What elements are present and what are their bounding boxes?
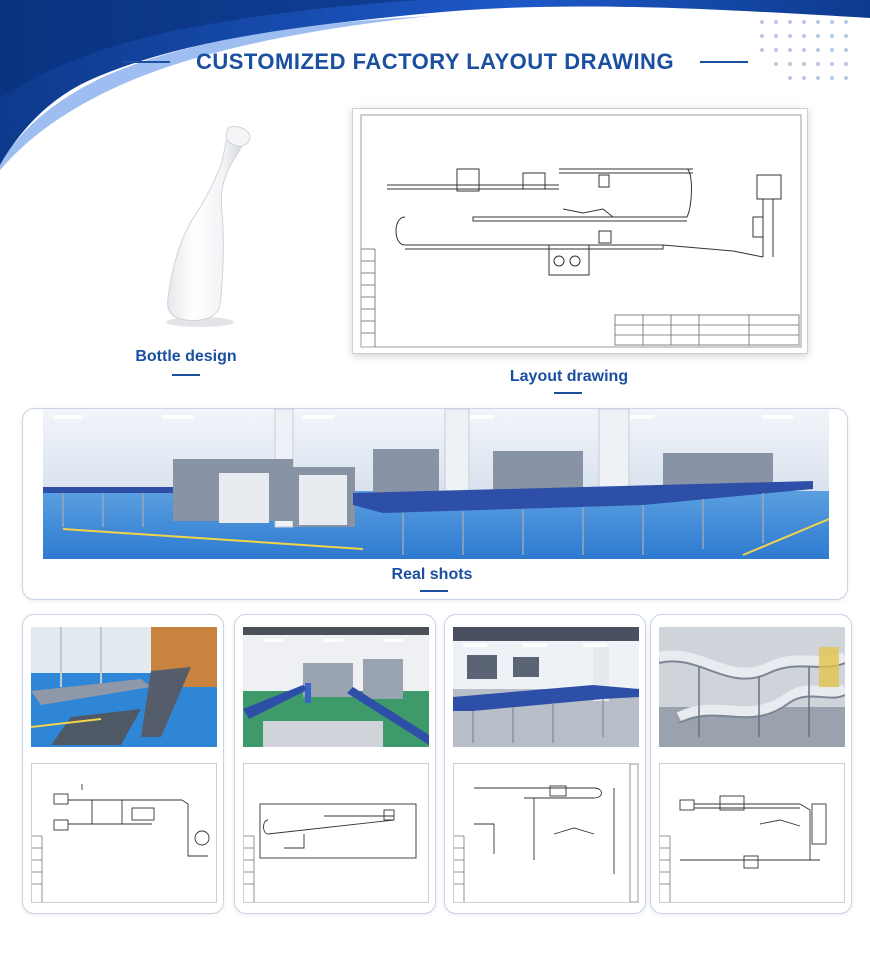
layout-drawing-4 (659, 763, 845, 903)
gallery-card-1 (22, 614, 224, 914)
factory-panorama-photo (43, 409, 829, 559)
title-row: CUSTOMIZED FACTORY LAYOUT DRAWING (0, 46, 870, 78)
bottle-caption-underline (172, 374, 200, 376)
factory-photo-4 (659, 627, 845, 747)
factory-photo-3 (453, 627, 639, 747)
white-bottle-icon (150, 122, 260, 330)
gallery-card-2 (234, 614, 436, 914)
gallery-card-3 (444, 614, 646, 914)
decor-dots (760, 20, 848, 80)
layout-caption-underline (554, 392, 582, 394)
real-shots-caption: Real shots (391, 566, 473, 583)
layout-drawing-svg (360, 114, 802, 348)
factory-photo-2 (243, 627, 429, 747)
bottle-design-caption: Bottle design (135, 348, 237, 365)
header-wave (0, 0, 870, 170)
title-line-right (700, 61, 749, 63)
page-title: CUSTOMIZED FACTORY LAYOUT DRAWING (195, 49, 675, 74)
layout-drawing-caption: Layout drawing (509, 368, 629, 385)
layout-drawing-2 (243, 763, 429, 903)
layout-drawing-1 (31, 763, 217, 903)
real-shots-card (22, 408, 848, 600)
real-shots-underline (420, 590, 448, 592)
title-line-left (121, 61, 170, 63)
factory-photo-1 (31, 627, 217, 747)
layout-drawing-frame (352, 108, 808, 354)
layout-drawing-3 (453, 763, 639, 903)
gallery-card-4 (650, 614, 852, 914)
